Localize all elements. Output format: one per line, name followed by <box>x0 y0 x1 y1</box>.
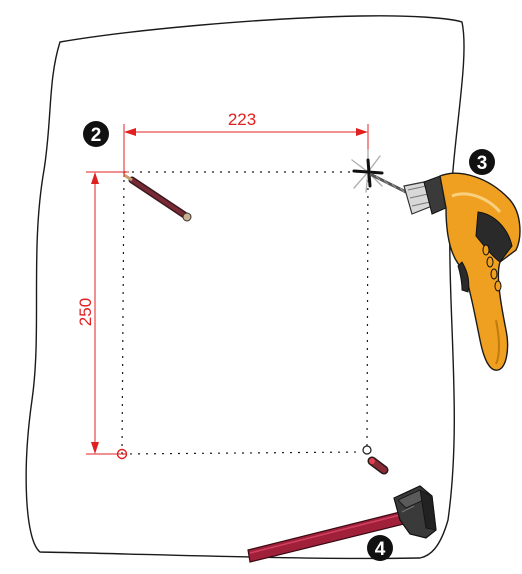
horizontal-dimension-label: 223 <box>228 110 256 129</box>
drill-icon <box>369 172 521 371</box>
hole-bottom-right <box>362 445 372 455</box>
pencil-icon <box>123 173 192 222</box>
vertical-dimension-label: 250 <box>76 298 95 326</box>
wall-outline <box>25 15 465 560</box>
drill-spark <box>351 149 384 193</box>
hammer-icon <box>247 485 437 563</box>
hole-layout-rectangle <box>121 171 369 455</box>
step-4-number: 4 <box>375 539 386 560</box>
step-3-number: 3 <box>477 153 488 174</box>
step-4-badge: 4 <box>367 535 393 561</box>
step-3-badge: 3 <box>469 149 495 175</box>
horizontal-dimension <box>123 124 369 176</box>
vertical-dimension <box>86 171 126 455</box>
wall-plug-icon <box>367 456 389 475</box>
mark-top-left <box>119 167 129 177</box>
step-2-number: 2 <box>91 125 102 146</box>
step-2-badge: 2 <box>83 121 109 147</box>
hole-mark-bottom-left <box>116 448 128 460</box>
